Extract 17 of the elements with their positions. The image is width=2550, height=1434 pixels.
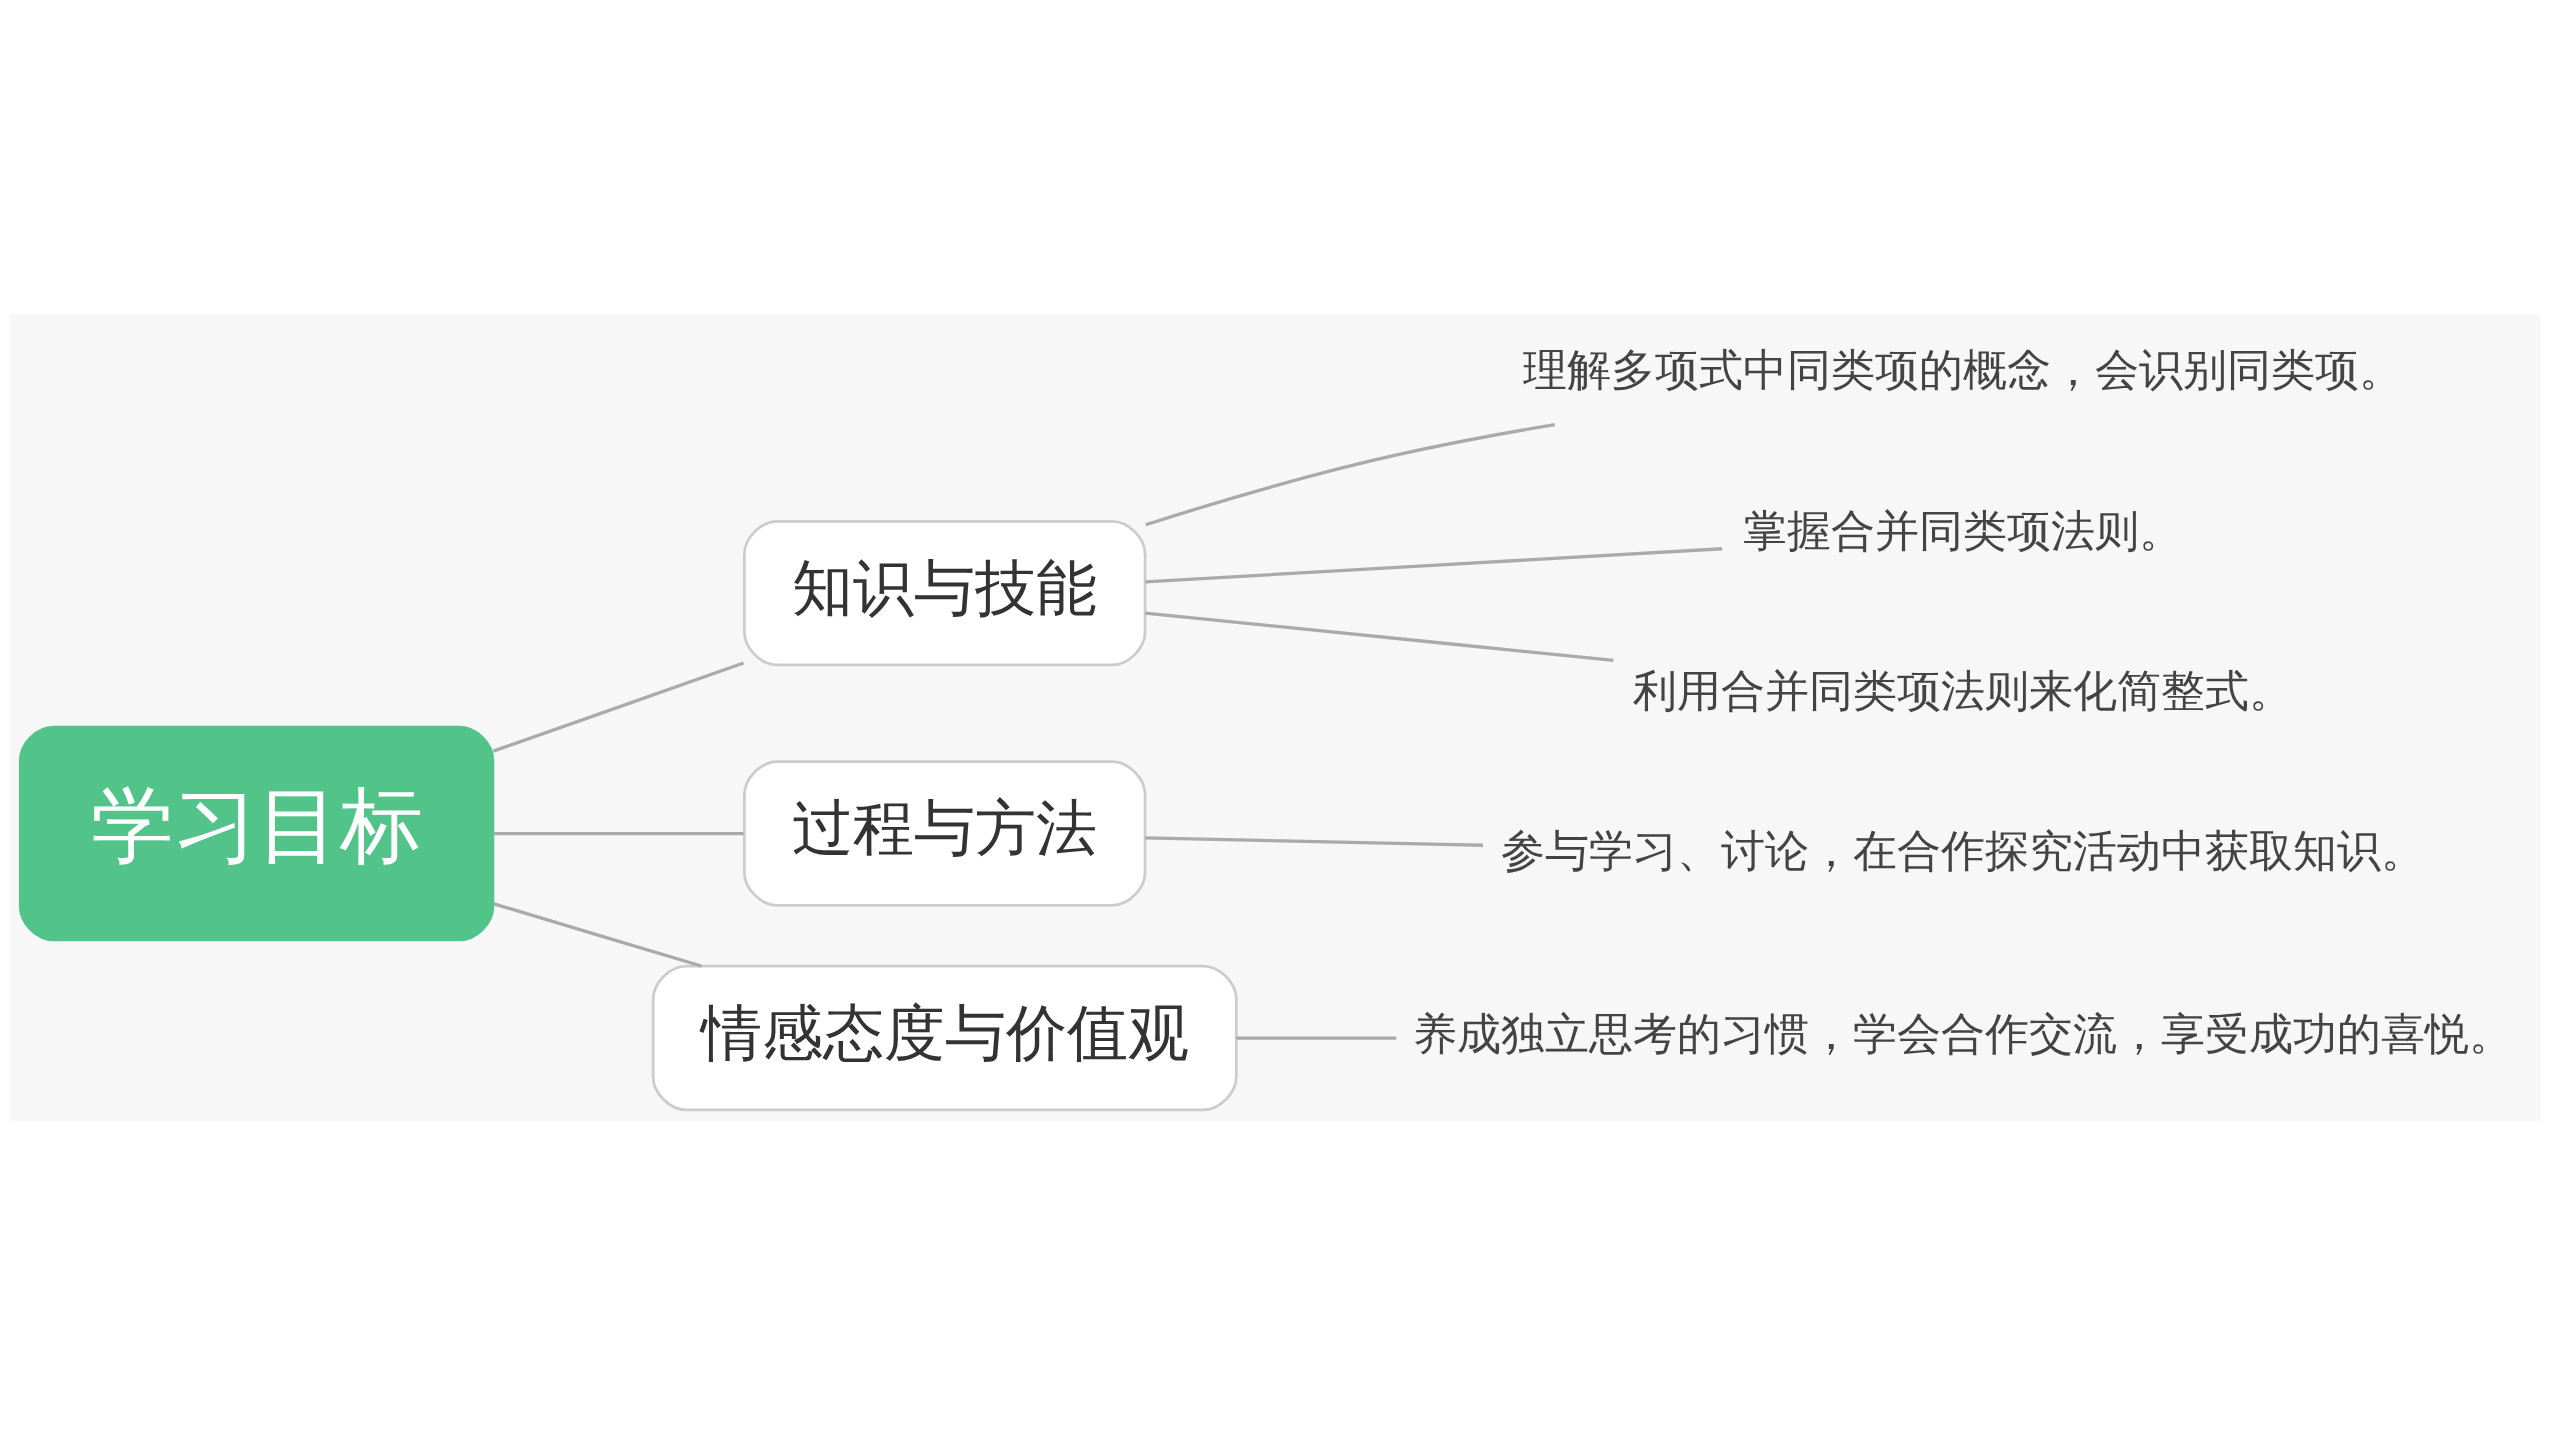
connector [1145, 546, 1723, 583]
node-text: 养成独立思考的习惯，学会合作交流，享受成功的喜悦。 [1413, 1007, 2514, 1059]
node-box: 知识与技能 [743, 519, 1147, 666]
connector [1236, 1035, 1397, 1040]
node-box: 学习目标 [18, 725, 495, 941]
connector [493, 831, 744, 835]
connector [492, 901, 702, 968]
node-text: 掌握合并同类项法则。 [1743, 504, 2184, 556]
connector [492, 660, 745, 753]
node-text: 利用合并同类项法则来化简整式。 [1633, 664, 2294, 716]
connector [1145, 610, 1614, 662]
connector [1145, 835, 1483, 847]
connector [1145, 422, 1556, 526]
node-text: 理解多项式中同类项的概念，会识别同类项。 [1523, 343, 2404, 395]
node-box: 情感态度与价值观 [651, 964, 1238, 1111]
node-text: 参与学习、讨论，在合作探究活动中获取知识。 [1501, 824, 2426, 876]
node-box: 过程与方法 [743, 759, 1147, 907]
